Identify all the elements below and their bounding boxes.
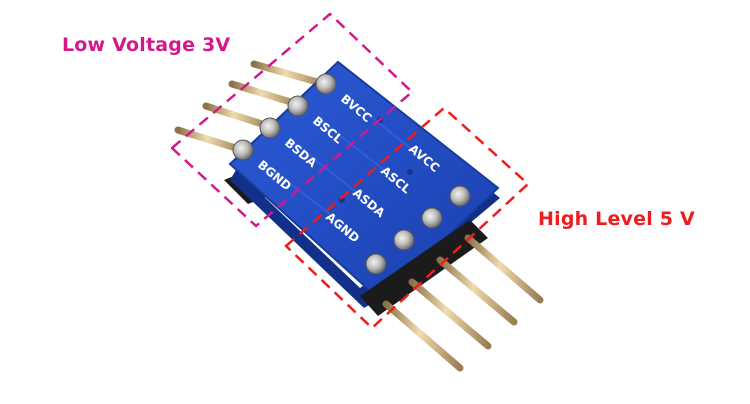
solder-pad [232, 139, 254, 161]
header-pin [174, 126, 246, 154]
solder-pad [393, 229, 415, 251]
header-pin [228, 80, 301, 108]
solder-pad [421, 207, 443, 229]
a-side-pads [365, 185, 471, 275]
header-pin [408, 278, 492, 350]
solder-pad [259, 117, 281, 139]
a-side-header-pins [382, 234, 544, 372]
pcb-board [228, 60, 500, 302]
a-header-spacer [360, 220, 488, 316]
low-voltage-label: Low Voltage 3V [62, 34, 231, 56]
header-pin [202, 102, 272, 130]
low-voltage-outline [170, 12, 414, 228]
header-pin [382, 300, 464, 372]
header-pin [250, 60, 328, 88]
solder-pad [287, 95, 309, 117]
solder-pad [365, 253, 387, 275]
high-level-label: High Level 5 V [538, 208, 695, 230]
solder-pad [449, 185, 471, 207]
via [407, 169, 413, 175]
header-pin [436, 256, 518, 326]
header-pin [464, 234, 544, 304]
solder-pad [315, 73, 337, 95]
b-side-pads [232, 73, 337, 161]
